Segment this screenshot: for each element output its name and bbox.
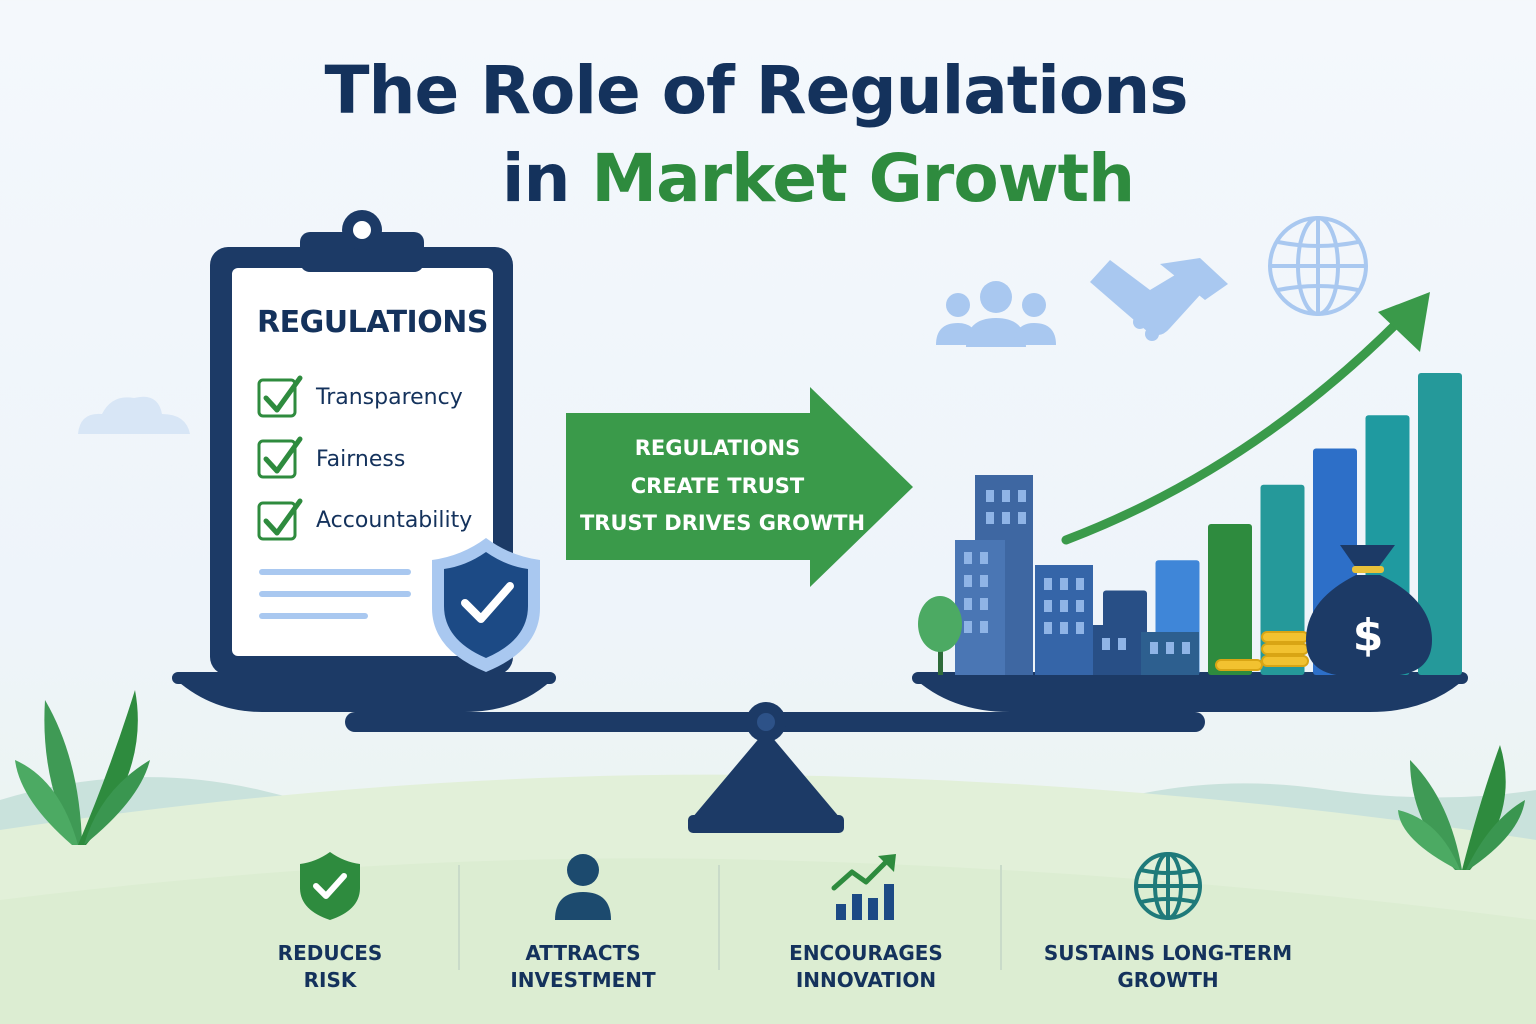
shield-check-icon	[300, 852, 360, 920]
feature-label-line-1: ATTRACTS	[525, 941, 641, 965]
clipboard-item-fairness: Fairness	[316, 447, 406, 472]
title-line-2: in Market Growth	[50, 140, 1536, 217]
person-icon	[555, 854, 611, 920]
handshake-icon	[1090, 258, 1228, 341]
city-buildings-icon	[918, 475, 1199, 675]
people-icon	[936, 281, 1056, 347]
cloud-icon	[78, 396, 190, 434]
feature-label-line-1: REDUCES	[277, 941, 383, 965]
feature-label-line-1: SUSTAINS LONG-TERM	[1043, 941, 1293, 965]
globe-icon	[1268, 216, 1368, 316]
coins-icon	[1215, 631, 1309, 671]
divider	[458, 865, 460, 970]
feature-label-line-2: RISK	[303, 968, 357, 992]
arrow-text-line-3: TRUST DRIVES GROWTH	[579, 511, 866, 535]
plant-right-icon	[1398, 745, 1525, 870]
growth-chart-icon	[831, 854, 896, 920]
trend-arrow-icon	[1061, 292, 1430, 545]
scale-pan-right	[912, 676, 1468, 712]
arrow-icon	[566, 387, 913, 587]
feature-reduces-risk: REDUCES RISK	[230, 850, 430, 994]
clipboard-item-transparency: Transparency	[316, 385, 463, 410]
scale-pan-left	[172, 676, 556, 712]
arrow-text-line-2: CREATE TRUST	[630, 474, 805, 498]
checkmark-icon	[263, 375, 303, 536]
money-bag-icon: $	[1306, 545, 1432, 676]
clipboard-heading: REGULATIONS	[257, 305, 488, 340]
divider	[1000, 865, 1002, 970]
svg-text:$: $	[1353, 610, 1384, 661]
growth-bar	[1418, 373, 1462, 675]
feature-label-line-1: ENCOURAGES	[789, 941, 943, 965]
growth-bar	[1208, 524, 1252, 675]
divider	[718, 865, 720, 970]
feature-attracts-investment: ATTRACTS INVESTMENT	[483, 850, 683, 994]
globe-icon	[1134, 852, 1202, 920]
title-highlight: Market Growth	[591, 140, 1135, 217]
feature-encourages-innovation: ENCOURAGES INNOVATION	[766, 850, 966, 994]
arrow-text-line-1: REGULATIONS	[634, 436, 801, 460]
feature-label-line-2: INNOVATION	[795, 968, 937, 992]
title-line-1: The Role of Regulations	[324, 52, 1188, 129]
feature-label-line-2: INVESTMENT	[510, 968, 656, 992]
shield-check-icon	[432, 538, 540, 672]
feature-sustains-growth: SUSTAINS LONG-TERM GROWTH	[1038, 850, 1298, 994]
growth-bar	[1260, 484, 1305, 675]
checkbox-icon	[257, 378, 297, 541]
plant-left-icon	[15, 690, 150, 845]
scale-fulcrum	[692, 730, 840, 818]
title-prefix: in	[501, 140, 571, 217]
feature-label-line-2: GROWTH	[1117, 968, 1219, 992]
clipboard-item-accountability: Accountability	[316, 508, 473, 533]
